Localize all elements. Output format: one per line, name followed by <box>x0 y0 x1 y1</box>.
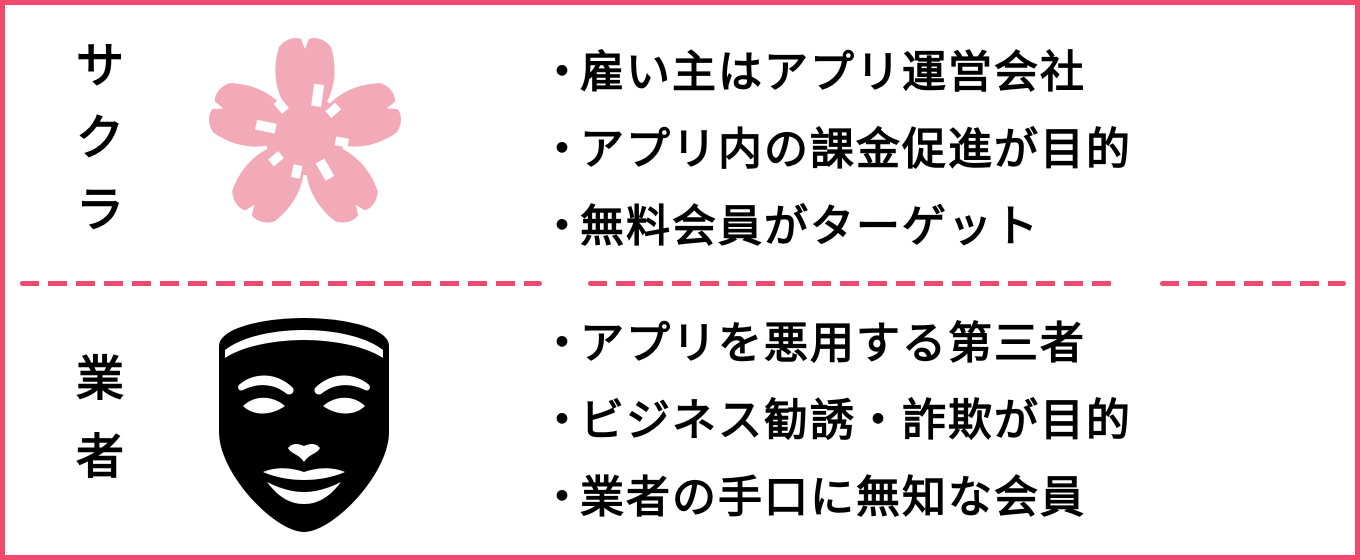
bullet-text: 業者の手口に無知な会員 <box>580 472 1086 523</box>
section-label-gyosha: 業 者 <box>70 355 130 481</box>
gyosha-bullet-list: ・アプリを悪用する第三者 ・ビジネス勧誘・詐欺が目的 ・業者の手口に無知な会員 <box>540 305 1132 536</box>
label-char: 業 <box>75 351 124 407</box>
list-item: ・業者の手口に無知な会員 <box>540 459 1132 536</box>
list-item: ・ビジネス勧誘・詐欺が目的 <box>540 382 1132 459</box>
list-item: ・アプリ内の課金促進が目的 <box>540 111 1132 188</box>
cherry-blossom-icon <box>203 37 407 231</box>
section-divider <box>588 281 1112 286</box>
label-char: ク <box>75 110 124 166</box>
bullet-marker: ・ <box>540 124 586 175</box>
bullet-text: アプリ内の課金促進が目的 <box>580 124 1132 175</box>
bullet-marker: ・ <box>540 201 586 252</box>
mask-icon <box>219 318 389 532</box>
section-divider <box>20 281 542 286</box>
label-char: サ <box>75 38 124 94</box>
list-item: ・無料会員がターゲット <box>540 188 1132 265</box>
bullet-text: ビジネス勧誘・詐欺が目的 <box>580 395 1132 446</box>
label-char: 者 <box>75 429 124 485</box>
bullet-marker: ・ <box>540 318 586 369</box>
section-label-sakura: サ ク ラ <box>70 42 130 234</box>
label-char: ラ <box>75 182 124 238</box>
section-divider <box>1160 281 1346 286</box>
list-item: ・アプリを悪用する第三者 <box>540 305 1132 382</box>
list-item: ・雇い主はアプリ運営会社 <box>540 34 1132 111</box>
bullet-marker: ・ <box>540 472 586 523</box>
sakura-bullet-list: ・雇い主はアプリ運営会社 ・アプリ内の課金促進が目的 ・無料会員がターゲット <box>540 34 1132 265</box>
bullet-marker: ・ <box>540 395 586 446</box>
bullet-text: アプリを悪用する第三者 <box>580 318 1086 369</box>
bullet-text: 雇い主はアプリ運営会社 <box>580 47 1086 98</box>
bullet-text: 無料会員がターゲット <box>580 201 1040 252</box>
bullet-marker: ・ <box>540 47 586 98</box>
